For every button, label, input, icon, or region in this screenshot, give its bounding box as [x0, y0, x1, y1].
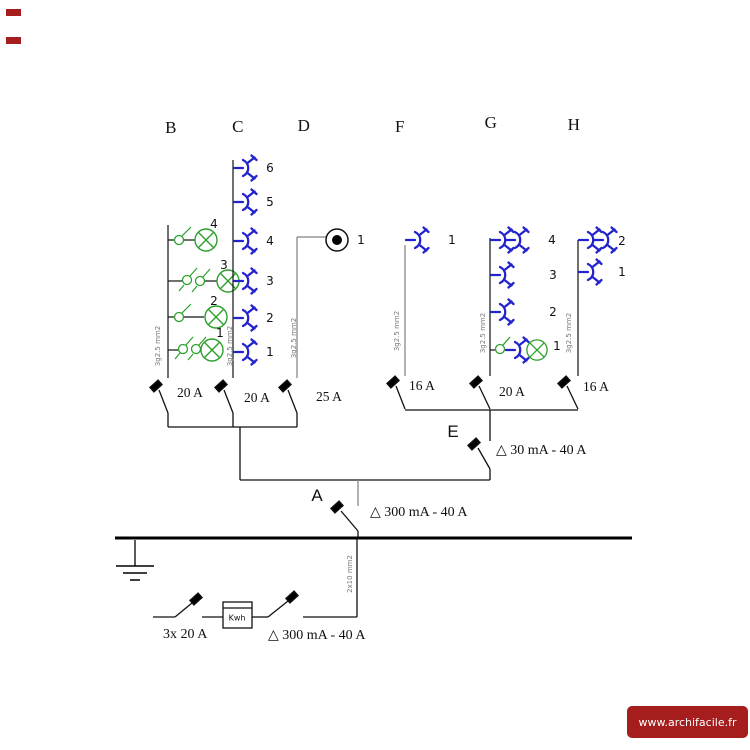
point-number: 4 [266, 234, 274, 248]
breaker-rating-b: 20 A [177, 385, 203, 400]
breaker-icon [149, 379, 163, 393]
point-number: 1 [553, 339, 561, 353]
breaker-rating-h: 16 A [583, 379, 609, 394]
lamp-icon [526, 339, 548, 361]
circuit-h [577, 226, 618, 376]
column-label-h: H [567, 115, 581, 134]
breaker-icon [278, 379, 292, 393]
lamp-icon [194, 228, 218, 252]
socket-icon [489, 261, 515, 289]
main-supply [115, 536, 632, 581]
kwh-meter-label: Kwh [228, 613, 246, 623]
socket-icon [504, 336, 530, 364]
circuit-f [404, 226, 430, 376]
wire-gauge-d: 3g2.5 mm2 [290, 317, 298, 359]
point-number: 3 [266, 274, 274, 288]
circuit-b [167, 225, 217, 378]
wire-gauge-h: 3g2.5 mm2 [565, 312, 573, 354]
main-differential-icon [285, 590, 299, 604]
main-breaker-rating: 3x 20 A [163, 627, 208, 642]
group-label-a: A [311, 486, 323, 505]
kwh-meter-box [222, 601, 253, 629]
point-number: 5 [266, 195, 274, 209]
service-entry [153, 539, 358, 629]
point-number: 3 [220, 258, 228, 272]
wire-gauge-c: 3g2.5 mm2 [226, 325, 234, 367]
breaker-rating-f: 16 A [409, 378, 435, 393]
switch-icon [494, 343, 506, 355]
breaker-icon [469, 375, 483, 389]
circuit-g [489, 226, 548, 376]
lamp-icon [200, 338, 224, 362]
breaker-icon [557, 375, 571, 389]
point-number: 6 [266, 161, 274, 175]
group-label-e: E [447, 422, 459, 441]
point-number: 4 [210, 217, 218, 231]
socket-icon [232, 227, 258, 255]
differential-rating-a: △ 300 mA - 40 A [370, 505, 468, 520]
circuit-d [296, 228, 349, 378]
point-number: 2 [549, 305, 557, 319]
point-number: 4 [548, 233, 556, 247]
corner-mark [6, 9, 21, 16]
point-number: 2 [618, 234, 626, 248]
cable-outlet-icon [325, 228, 349, 252]
breaker-rating-c: 20 A [244, 390, 270, 405]
switch-icon [173, 234, 185, 246]
corner-mark [6, 37, 21, 44]
watermark-text: www.archifacile.fr [638, 715, 737, 729]
wire-gauge-g: 3g2.5 mm2 [479, 312, 487, 354]
column-label-d: D [297, 116, 311, 135]
point-number: 2 [210, 294, 218, 308]
breaker-icon [214, 379, 228, 393]
column-label-b: B [165, 118, 177, 137]
column-label-g: G [484, 113, 498, 132]
breaker-icon [386, 375, 400, 389]
main-breaker-icon [189, 592, 203, 606]
point-number: 2 [266, 311, 274, 325]
socket-icon [404, 226, 430, 254]
point-number: 1 [618, 265, 626, 279]
column-label-c: C [232, 117, 244, 136]
socket-icon [232, 188, 258, 216]
socket-icon [232, 304, 258, 332]
breaker-rating-g: 20 A [499, 384, 525, 399]
wire-gauge-b: 3g2.5 mm2 [154, 325, 162, 367]
breakers [149, 375, 579, 414]
point-number: 1 [266, 345, 274, 359]
lamp-icon [204, 305, 228, 329]
wire-gauge-main: 2x10 mm2 [346, 555, 354, 593]
wire-gauge-f: 3g2.5 mm2 [393, 310, 401, 352]
socket-icon [232, 267, 258, 295]
column-label-f: F [395, 117, 405, 136]
point-number: 1 [448, 233, 456, 247]
differential-rating-e: △ 30 mA - 40 A [496, 443, 587, 458]
point-number: 1 [216, 326, 224, 340]
breaker-rating-d: 25 A [316, 389, 342, 404]
point-number: 3 [549, 268, 557, 282]
bus-wiring [167, 409, 578, 539]
socket-icon [232, 338, 258, 366]
socket-icon [577, 258, 603, 286]
circuit-c [232, 154, 258, 378]
watermark-badge: www.archifacile.fr [627, 706, 748, 738]
socket-icon [489, 298, 515, 326]
socket-icon [232, 154, 258, 182]
main-differential-rating: △ 300 mA - 40 A [268, 628, 366, 643]
point-number: 1 [357, 233, 365, 247]
